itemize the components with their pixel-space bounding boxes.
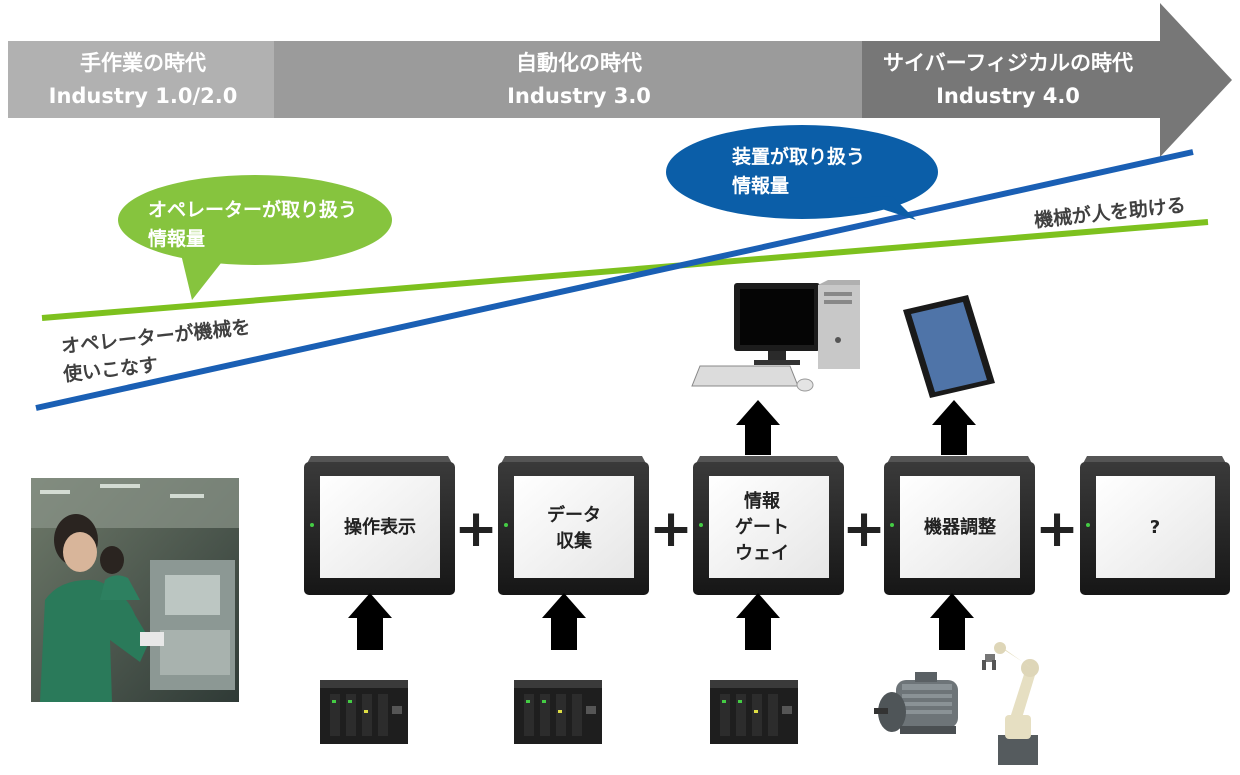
era-3-subtitle: Industry 4.0: [936, 84, 1080, 108]
operator-uses-machine-label-1: オペレーターが機械を: [60, 315, 251, 358]
era-1-title: 手作業の時代: [80, 51, 206, 75]
hmi-panel-1: 操作表示: [304, 456, 455, 595]
hmi-panel-5: ?: [1080, 456, 1230, 595]
desktop-pc-icon: [691, 280, 860, 392]
plc-unit-1: [320, 680, 408, 744]
tablet-icon: [903, 295, 995, 398]
panel-1-line-1: 操作表示: [344, 516, 416, 538]
arrow-up-icon: [930, 593, 974, 650]
panel-3-line-1: 情報: [744, 490, 781, 512]
arrow-up-icon: [736, 400, 780, 455]
era-2-subtitle: Industry 3.0: [507, 84, 651, 108]
arrow-up-icon: [932, 400, 976, 455]
era-segment-2: [274, 41, 864, 118]
panel-3-line-3: ウェイ: [735, 543, 789, 564]
hmi-panel-4: 機器調整: [884, 456, 1035, 595]
device-info-bubble: 装置が取り扱う 情報量: [666, 125, 938, 220]
plus-sign-3: +: [842, 499, 886, 559]
panel-3-line-2: ゲート: [735, 516, 789, 538]
device-bubble-line-1: 装置が取り扱う: [731, 145, 865, 168]
era-segment-3: [862, 3, 1232, 157]
operator-info-trend-line: [41, 219, 1209, 321]
operator-bubble-line-2: 情報量: [148, 227, 205, 250]
robot-arm-icon: [982, 642, 1039, 765]
panel-2-line-1: データ: [547, 504, 601, 526]
plus-sign-4: +: [1035, 499, 1079, 559]
plc-unit-2: [514, 680, 602, 744]
era-arrow: [8, 3, 1232, 157]
panel-4-line-1: 機器調整: [924, 516, 996, 538]
era-3-title: サイバーフィジカルの時代: [883, 51, 1133, 75]
operator-bubble-line-1: オペレーターが取り扱う: [148, 198, 357, 221]
operator-info-bubble: オペレーターが取り扱う 情報量: [118, 175, 392, 300]
factory-worker-photo: [31, 478, 239, 702]
panel-5-line-1: ?: [1150, 517, 1160, 538]
era-1-subtitle: Industry 1.0/2.0: [49, 84, 238, 108]
arrow-up-icon: [348, 593, 392, 650]
plus-sign-2: +: [649, 499, 693, 559]
device-bubble-line-2: 情報量: [732, 174, 789, 197]
motor-icon: [874, 672, 958, 734]
arrow-up-icon: [736, 593, 780, 650]
hmi-panel-2: データ 収集: [498, 456, 649, 595]
plus-sign-1: +: [454, 499, 498, 559]
plc-unit-3: [710, 680, 798, 744]
era-2-title: 自動化の時代: [516, 51, 642, 75]
hmi-panel-3: 情報 ゲート ウェイ: [693, 456, 844, 595]
device-info-trend-line: [35, 149, 1194, 411]
arrow-up-icon: [542, 593, 586, 650]
era-segment-1: [8, 41, 274, 118]
panel-2-line-2: 収集: [556, 530, 593, 552]
